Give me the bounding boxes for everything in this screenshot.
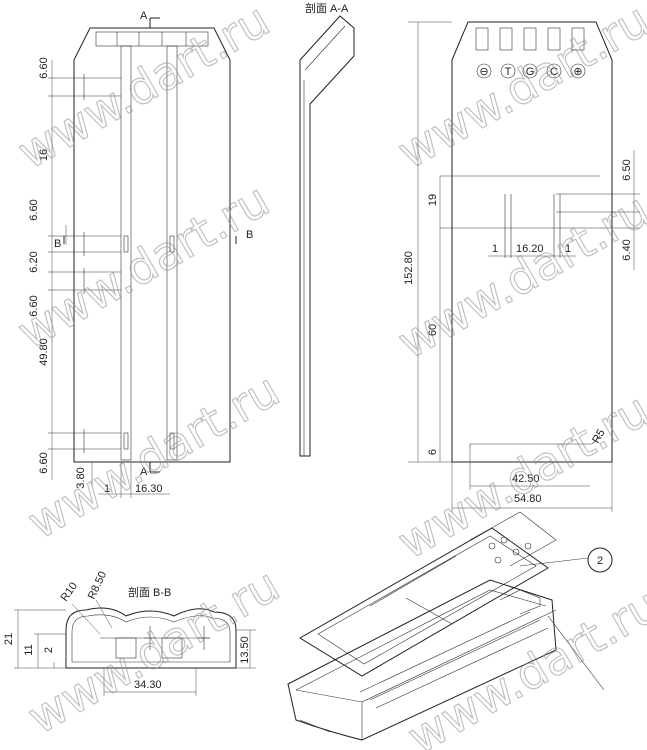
side-dim-5480: 54.80 [514,493,542,505]
front-dim-6: 49.80 [38,338,50,366]
side-dim-650: 6.50 [621,159,633,180]
front-dim-9: 1 [104,483,110,495]
watermark-text: www.dart.ru [19,363,289,550]
terminal-plus: ⊕ [573,66,582,78]
side-dim-640: 6.40 [621,239,633,260]
section-dim-2: 2 [43,647,55,653]
terminal-minus: ⊖ [479,66,488,78]
watermark-text: www.dart.ru [399,578,647,750]
section-dim-r10: R10 [59,580,80,603]
front-dim-3: 6.60 [28,199,40,220]
watermark-text: www.dart.ru [9,0,279,180]
front-dim-1: 6.60 [38,57,50,78]
section-dim-1350: 13.50 [239,636,251,664]
section-bb-view: 剖面 B-B R10 R8.50 21 11 2 13.50 34.30 [3,570,256,696]
terminal-c: C [550,66,558,78]
watermark-text: www.dart.ru [389,383,647,570]
watermark-text: www.dart.ru [9,173,279,360]
front-dim-4: 6.20 [28,251,40,272]
watermark-text: www.dart.ru [389,0,647,180]
section-a-bottom-label: A [140,466,148,478]
section-dim-11: 11 [23,644,35,655]
side-view: ⊖ T G C ⊕ 152.80 19 60 6 6.50 6.40 [403,21,640,512]
front-dim-10: 16.30 [135,483,163,495]
section-aa-view: 剖面 A-A [299,1,355,457]
side-dim-4250: 42.50 [512,473,540,485]
item-number: 2 [597,555,603,567]
item-balloon [587,547,613,573]
section-a-top-label: A [140,10,148,22]
section-bb-title: 剖面 B-B [128,585,171,599]
section-dim-21: 21 [3,633,15,645]
terminal-g: G [526,66,535,78]
front-dim-5: 6.60 [28,295,40,316]
side-dim-1620: 16.20 [516,243,544,255]
section-b-left-label: B [54,238,61,250]
side-dim-19: 19 [427,194,439,206]
front-dim-2: 16 [38,149,50,161]
front-dim-7: 6.60 [38,452,50,473]
side-dim-1b: 1 [565,243,571,255]
side-dim-60: 60 [427,324,439,336]
watermark-text: www.dart.ru [389,183,647,370]
watermark: www.dart.ru www.dart.ru www.dart.ru www.… [8,0,647,750]
side-dim-total-height: 152.80 [403,251,415,285]
section-b-right-label: B [246,229,253,241]
side-dim-6: 6 [427,449,439,455]
terminal-symbols: ⊖ T G C ⊕ [476,63,586,79]
front-view: A A B B 6.60 16 6.60 6.20 6.60 49.80 6.6… [28,10,253,498]
terminal-t: T [505,66,512,78]
side-dim-1a: 1 [492,243,498,255]
isometric-view: 2 [287,511,613,741]
section-dim-3430: 34.30 [134,679,162,691]
front-dim-8: 3.80 [75,467,87,488]
section-aa-title: 剖面 A-A [305,1,349,15]
section-dim-r850: R8.50 [86,570,109,602]
